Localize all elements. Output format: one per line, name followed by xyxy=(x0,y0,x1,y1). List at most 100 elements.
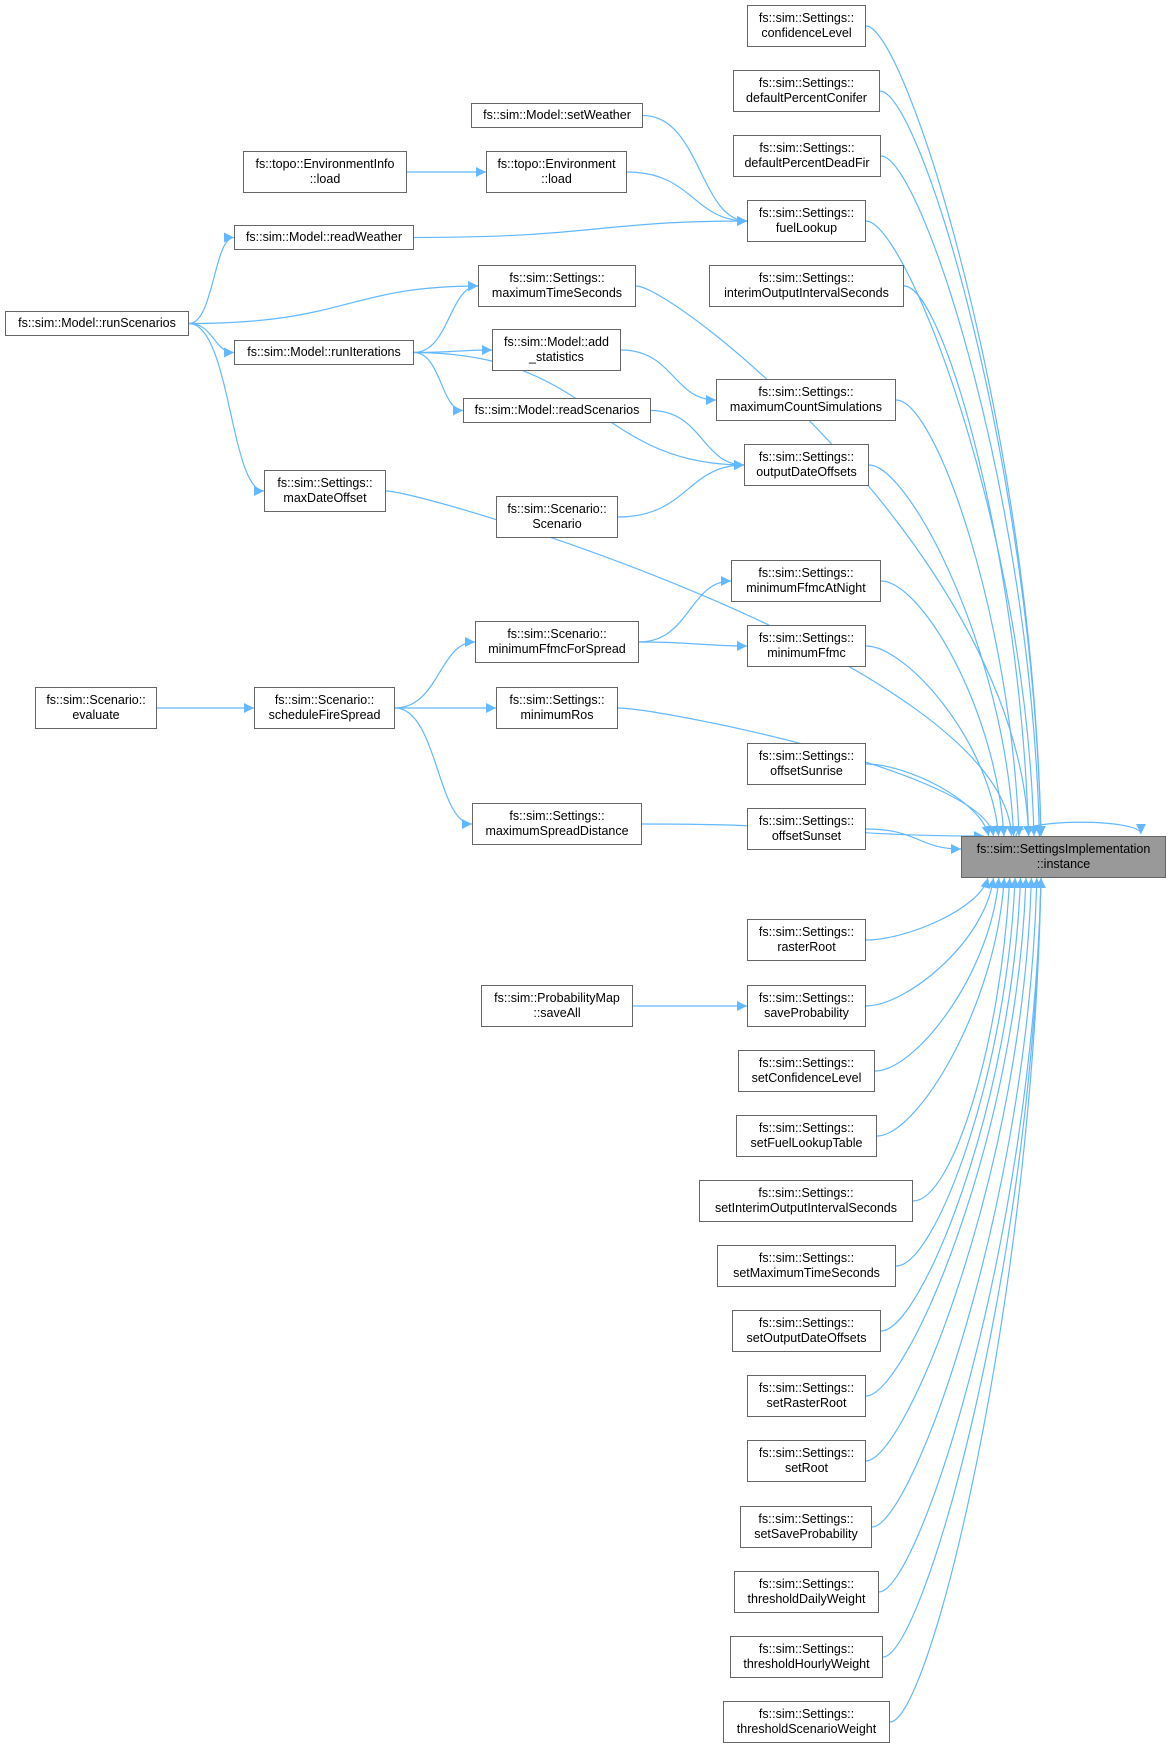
edge-defaultPercentConifer-to-root xyxy=(879,90,1046,837)
node-offset-sunset[interactable]: fs::sim::Settings::offsetSunset xyxy=(747,808,866,850)
node-label-line2: evaluate xyxy=(72,708,120,722)
edge-maximumCountSimulations-to-root xyxy=(895,399,1024,837)
node-set-interim-output-interval-seconds[interactable]: fs::sim::Settings::setInterimOutputInter… xyxy=(699,1180,913,1222)
node-label-line2: _statistics xyxy=(529,350,584,364)
node-label-line2: interimOutputIntervalSeconds xyxy=(724,286,889,300)
edge-runIterations-to-maximumTimeSeconds xyxy=(413,281,479,354)
node-read-weather[interactable]: fs::sim::Model::readWeather xyxy=(234,225,414,250)
edge-minimumFfmcAtNight-to-root xyxy=(880,580,1009,837)
edge-scheduleFireSpread-to-maximumSpreadDistance xyxy=(394,707,473,829)
node-add-statistics[interactable]: fs::sim::Model::add_statistics xyxy=(492,329,621,371)
node-label-line2: setRasterRoot xyxy=(766,1396,847,1410)
node-raster-root[interactable]: fs::sim::Settings::rasterRoot xyxy=(747,919,866,961)
node-threshold-scenario-weight[interactable]: fs::sim::Settings::thresholdScenarioWeig… xyxy=(723,1701,890,1743)
node-scenario-ctor[interactable]: fs::sim::Scenario::Scenario xyxy=(496,496,618,538)
node-label-line1: fs::sim::Settings:: xyxy=(758,271,855,285)
node-output-date-offsets[interactable]: fs::sim::Settings::outputDateOffsets xyxy=(744,444,869,486)
node-maximum-time-seconds[interactable]: fs::sim::Settings::maximumTimeSeconds xyxy=(478,265,636,307)
node-threshold-daily-weight[interactable]: fs::sim::Settings::thresholdDailyWeight xyxy=(734,1571,879,1613)
node-label: fs::sim::Settings::setSaveProbability xyxy=(754,1512,858,1542)
node-env-load[interactable]: fs::topo::Environment::load xyxy=(486,151,627,193)
node-label: fs::sim::Model::readScenarios xyxy=(475,403,640,418)
node-label-line1: fs::sim::Settings:: xyxy=(758,1577,855,1591)
node-root[interactable]: fs::sim::SettingsImplementation::instanc… xyxy=(961,836,1166,878)
node-offset-sunrise[interactable]: fs::sim::Settings::offsetSunrise xyxy=(747,743,866,785)
node-run-scenarios[interactable]: fs::sim::Model::runScenarios xyxy=(5,311,189,336)
node-set-maximum-time-seconds[interactable]: fs::sim::Settings::setMaximumTimeSeconds xyxy=(717,1245,896,1287)
node-threshold-hourly-weight[interactable]: fs::sim::Settings::thresholdHourlyWeight xyxy=(730,1636,883,1678)
node-set-output-date-offsets[interactable]: fs::sim::Settings::setOutputDateOffsets xyxy=(732,1310,881,1352)
node-set-root[interactable]: fs::sim::Settings::setRoot xyxy=(747,1440,866,1482)
node-label: fs::sim::Settings::confidenceLevel xyxy=(759,11,854,41)
node-label-line1: fs::sim::Model::readScenarios xyxy=(474,403,640,417)
node-default-percent-conifer[interactable]: fs::sim::Settings::defaultPercentConifer xyxy=(733,70,880,112)
node-label-line2: ::load xyxy=(309,172,341,186)
node-label: fs::sim::ProbabilityMap::saveAll xyxy=(494,991,620,1021)
node-label-line1: fs::sim::Scenario:: xyxy=(46,693,146,707)
edge-root-to-root xyxy=(1015,821,1146,837)
node-label-line2: defaultPercentDeadFir xyxy=(744,156,870,170)
edge-scheduleFireSpread-to-minimumFfmcForSpread xyxy=(394,637,476,709)
node-maximum-count-simulations[interactable]: fs::sim::Settings::maximumCountSimulatio… xyxy=(716,379,896,421)
node-minimum-ffmc-at-night[interactable]: fs::sim::Settings::minimumFfmcAtNight xyxy=(731,560,881,602)
node-label: fs::sim::Model::setWeather xyxy=(483,108,631,123)
edge-minimumFfmc-to-root xyxy=(865,645,1003,837)
node-save-probability[interactable]: fs::sim::Settings::saveProbability xyxy=(747,985,866,1027)
node-label-line1: fs::sim::Settings:: xyxy=(758,631,855,645)
node-env-info-load[interactable]: fs::topo::EnvironmentInfo::load xyxy=(243,151,407,193)
node-fuel-lookup[interactable]: fs::sim::Settings::fuelLookup xyxy=(747,200,866,242)
node-schedule-fire-spread[interactable]: fs::sim::Scenario::scheduleFireSpread xyxy=(254,687,395,729)
node-label-line2: maxDateOffset xyxy=(283,491,367,505)
node-set-save-probability[interactable]: fs::sim::Settings::setSaveProbability xyxy=(740,1506,872,1548)
node-read-scenarios[interactable]: fs::sim::Model::readScenarios xyxy=(463,398,651,423)
edge-setRoot-to-root xyxy=(865,877,1037,1462)
edge-thresholdHourlyWeight-to-root xyxy=(882,877,1046,1658)
node-label: fs::sim::Settings::interimOutputInterval… xyxy=(724,271,889,301)
node-label-line1: fs::sim::SettingsImplementation xyxy=(976,842,1151,856)
edge-scenarioCtor-to-outputDateOffsets xyxy=(617,460,745,518)
node-set-raster-root[interactable]: fs::sim::Settings::setRasterRoot xyxy=(747,1375,866,1417)
node-label: fs::sim::Settings::defaultPercentConifer xyxy=(746,76,867,106)
node-evaluate[interactable]: fs::sim::Scenario::evaluate xyxy=(35,687,157,729)
node-set-confidence-level[interactable]: fs::sim::Settings::setConfidenceLevel xyxy=(738,1050,875,1092)
node-minimum-ros[interactable]: fs::sim::Settings::minimumRos xyxy=(496,687,618,729)
edge-setFuelLookupTable-to-root xyxy=(876,877,1009,1137)
node-confidence-level[interactable]: fs::sim::Settings::confidenceLevel xyxy=(747,5,866,47)
node-label-line2: thresholdDailyWeight xyxy=(747,1592,866,1606)
node-default-percent-dead-fir[interactable]: fs::sim::Settings::defaultPercentDeadFir xyxy=(733,135,881,177)
node-label-line2: maximumSpreadDistance xyxy=(485,824,629,838)
node-label-line1: fs::sim::Settings:: xyxy=(758,1512,854,1526)
node-label-line2: confidenceLevel xyxy=(761,26,852,40)
node-label-line2: defaultPercentConifer xyxy=(746,91,867,105)
node-label-line2: setRoot xyxy=(784,1461,829,1475)
node-label: fs::sim::Settings::minimumFfmc xyxy=(759,631,854,661)
node-minimum-ffmc[interactable]: fs::sim::Settings::minimumFfmc xyxy=(747,625,866,667)
node-label: fs::sim::Settings::offsetSunrise xyxy=(759,749,854,779)
node-max-date-offset[interactable]: fs::sim::Settings::maxDateOffset xyxy=(264,470,386,512)
node-set-fuel-lookup-table[interactable]: fs::sim::Settings::setFuelLookupTable xyxy=(736,1115,877,1157)
edge-setConfidenceLevel-to-root xyxy=(874,877,1003,1072)
node-minimum-ffmc-for-spread[interactable]: fs::sim::Scenario::minimumFfmcForSpread xyxy=(475,621,639,663)
node-label-line1: fs::sim::Settings:: xyxy=(759,141,855,155)
node-label-line1: fs::sim::Settings:: xyxy=(758,76,855,90)
node-label-line1: fs::sim::Settings:: xyxy=(758,1186,854,1200)
node-label-line1: fs::sim::Settings:: xyxy=(758,1316,855,1330)
node-label: fs::sim::SettingsImplementation::instanc… xyxy=(977,842,1151,872)
node-run-iterations[interactable]: fs::sim::Model::runIterations xyxy=(234,340,414,365)
edge-confidenceLevel-to-root xyxy=(865,25,1046,837)
edge-runIterations-to-readScenarios xyxy=(413,351,464,416)
node-set-weather[interactable]: fs::sim::Model::setWeather xyxy=(471,103,643,128)
node-label: fs::topo::EnvironmentInfo::load xyxy=(256,157,395,187)
node-label-line2: minimumFfmc xyxy=(767,646,846,660)
node-label-line2: maximumTimeSeconds xyxy=(491,286,623,300)
node-label-line1: fs::sim::Model::readWeather xyxy=(245,230,403,244)
node-label-line2: Scenario xyxy=(532,517,582,531)
edge-setMaximumTimeSeconds-to-root xyxy=(895,877,1020,1267)
node-interim-output-interval-seconds[interactable]: fs::sim::Settings::interimOutputInterval… xyxy=(709,265,904,307)
edge-minimumFfmcForSpread-to-minimumFfmc xyxy=(638,640,748,651)
node-label-line1: fs::sim::Scenario:: xyxy=(274,693,375,707)
node-label: fs::sim::Scenario::Scenario xyxy=(507,502,606,532)
node-maximum-spread-distance[interactable]: fs::sim::Settings::maximumSpreadDistance xyxy=(472,803,642,845)
node-prob-save-all[interactable]: fs::sim::ProbabilityMap::saveAll xyxy=(481,985,633,1027)
edge-maxDateOffset-to-root xyxy=(385,490,1016,837)
